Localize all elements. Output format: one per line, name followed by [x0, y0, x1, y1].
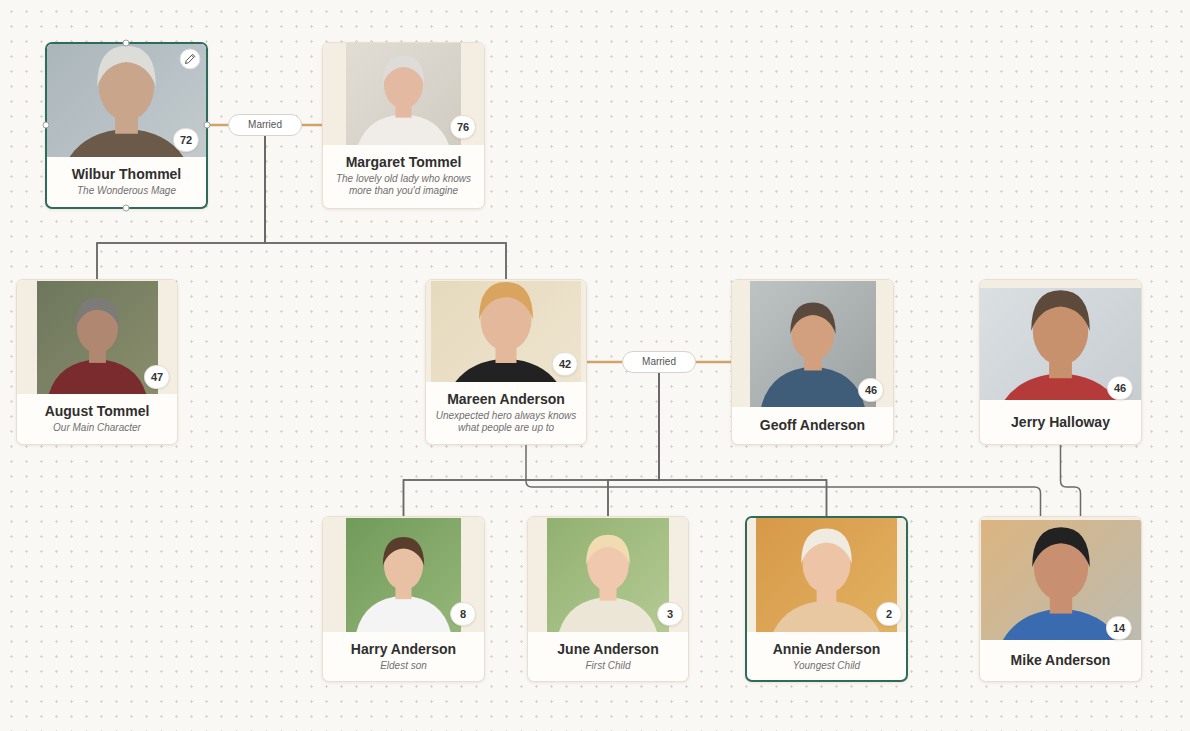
edge-label: Married [622, 351, 696, 373]
person-name: Annie Anderson [753, 641, 900, 658]
age-badge: 47 [144, 365, 170, 389]
person-card: 76Margaret TommelThe lovely old lady who… [322, 42, 485, 209]
parent-child-line [587, 362, 659, 516]
portrait-photo [346, 518, 461, 632]
card-text: Annie AndersonYoungest Child [753, 641, 900, 672]
portrait-photo [346, 42, 461, 145]
person-name: Wilbur Thommel [53, 166, 200, 183]
person-card: 14Mike Anderson [979, 516, 1142, 682]
person-name: Geoff Anderson [738, 417, 887, 434]
resize-handle [204, 122, 210, 128]
person-description: First Child [534, 660, 682, 672]
person-card: 8Harry AndersonEldest son [322, 516, 485, 682]
person-name: June Anderson [534, 641, 682, 658]
person-card: 47August TommelOur Main Character [16, 279, 178, 445]
age-badge: 3 [657, 602, 683, 626]
edit-icon [180, 49, 200, 69]
portrait-photo [37, 281, 158, 394]
age-badge: 72 [173, 128, 199, 152]
person-card: 46Geoff Anderson [731, 279, 894, 445]
resize-handle [43, 122, 49, 128]
card-text: Mike Anderson [986, 652, 1135, 669]
person-name: Jerry Halloway [986, 414, 1135, 431]
card-text: Jerry Halloway [986, 414, 1135, 431]
parent-child-line [526, 445, 1041, 516]
age-badge: 76 [450, 115, 476, 139]
edge-label: Married [228, 114, 302, 136]
person-description: Unexpected hero always knows what people… [432, 410, 580, 434]
card-text: Mareen AndersonUnexpected hero always kn… [432, 391, 580, 434]
card-text: Harry AndersonEldest son [329, 641, 478, 672]
age-badge: 42 [552, 352, 578, 376]
person-description: Youngest Child [753, 660, 900, 672]
age-badge: 8 [450, 602, 476, 626]
person-description: The Wonderous Mage [53, 185, 200, 197]
person-name: August Tommel [23, 403, 171, 420]
person-description: The lovely old lady who knows more than … [329, 173, 478, 197]
person-name: Mike Anderson [986, 652, 1135, 669]
person-card: 2Annie AndersonYoungest Child [745, 516, 908, 682]
resize-handle [123, 40, 129, 46]
person-name: Margaret Tommel [329, 154, 478, 171]
resize-handle [123, 205, 129, 211]
card-text: June AndersonFirst Child [534, 641, 682, 672]
card-text: Wilbur ThommelThe Wonderous Mage [53, 166, 200, 197]
person-card: 42Mareen AndersonUnexpected hero always … [425, 279, 587, 445]
age-badge: 46 [858, 378, 884, 402]
person-name: Mareen Anderson [432, 391, 580, 408]
person-description: Eldest son [329, 660, 478, 672]
person-card: 72Wilbur ThommelThe Wonderous Mage [45, 42, 208, 209]
parent-child-line [608, 362, 731, 516]
person-card: 3June AndersonFirst Child [527, 516, 689, 682]
card-text: Margaret TommelThe lovely old lady who k… [329, 154, 478, 197]
age-badge: 2 [876, 602, 902, 626]
portrait-photo [547, 518, 669, 632]
person-name: Harry Anderson [329, 641, 478, 658]
card-text: Geoff Anderson [738, 417, 887, 434]
age-badge: 46 [1107, 376, 1133, 400]
person-description: Our Main Character [23, 422, 171, 434]
age-badge: 14 [1106, 616, 1132, 640]
person-card: 46Jerry Halloway [979, 279, 1142, 445]
card-text: August TommelOur Main Character [23, 403, 171, 434]
parent-child-line [1061, 445, 1081, 516]
